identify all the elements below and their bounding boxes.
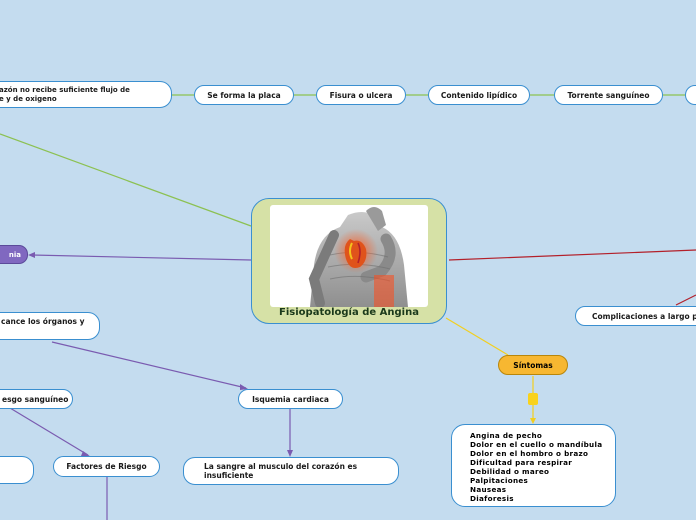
node-alcance-organos-label: cance los órganos y [1, 317, 85, 326]
node-contenido-lipidico-label: Contenido lipídico [440, 90, 518, 100]
symptom-item: Nauseas [470, 485, 507, 494]
node-torrente-sanguineo-label: Torrente sanguíneo [567, 90, 650, 100]
chest-pain-image [270, 205, 428, 307]
node-contenido-lipidico[interactable]: Contenido lipídico [428, 85, 530, 105]
node-sangre-insuficiente[interactable]: La sangre al musculo del corazón es insu… [183, 457, 399, 485]
symptom-item: Diaforesis [470, 494, 514, 503]
symptom-item: Dolor en el hombro o brazo [470, 449, 589, 458]
node-se-forma-la-placa-label: Se forma la placa [207, 90, 281, 100]
node-torrente-sanguineo[interactable]: Torrente sanguíneo [554, 85, 663, 105]
node-fisura-ulcera[interactable]: Fisura o ulcera [316, 85, 406, 105]
node-flujo-oxigeno-label: azón no recibe suficiente flujo de e y d… [0, 85, 130, 103]
node-factores-riesgo[interactable]: Factores de Riesgo [53, 456, 160, 477]
node-angina-left-label: nia [8, 250, 21, 259]
node-isquemia-cardiaca-label: Isquemia cardiaca [252, 394, 329, 404]
node-factores-riesgo-label: Factores de Riesgo [66, 462, 147, 471]
symptom-item: Dolor en el cuello o mandíbula [470, 440, 603, 449]
node-fisura-ulcera-label: Fisura o ulcera [329, 90, 393, 100]
node-alcance-organos[interactable]: cance los órganos y [0, 312, 100, 340]
symptom-item: Debilidad o mareo [470, 467, 550, 476]
central-title: Fisiopatología de Angina [279, 307, 419, 318]
symptom-item: Palpitaciones [470, 476, 529, 485]
node-left-cut[interactable] [0, 456, 34, 484]
node-complicaciones[interactable]: Complicaciones a largo pla [575, 306, 696, 326]
node-riesgo-sanguineo[interactable]: esgo sanguíneo [0, 389, 73, 409]
node-sintomas-label: Síntomas [513, 360, 553, 370]
symptom-item: Angina de pecho [470, 431, 543, 440]
node-isquemia-cardiaca[interactable]: Isquemia cardiaca [238, 389, 343, 409]
node-flujo-oxigeno[interactable]: azón no recibe suficiente flujo de e y d… [0, 81, 172, 108]
collapse-marker[interactable] [528, 393, 538, 405]
symptom-item: Dificultad para respirar [470, 458, 573, 467]
node-riesgo-sanguineo-label: esgo sanguíneo [2, 394, 69, 404]
central-topic[interactable]: Fisiopatología de Angina [251, 198, 447, 324]
node-complicaciones-label: Complicaciones a largo pla [592, 311, 696, 321]
node-angina-left[interactable]: nia [0, 245, 28, 264]
node-se-forma-la-placa[interactable]: Se forma la placa [194, 85, 294, 105]
node-sintomas[interactable]: Síntomas [498, 355, 568, 375]
node-lista-sintomas[interactable]: Angina de pecho Dolor en el cuello o man… [451, 424, 616, 507]
node-sangre-insuficiente-label: La sangre al musculo del corazón es insu… [204, 461, 358, 480]
